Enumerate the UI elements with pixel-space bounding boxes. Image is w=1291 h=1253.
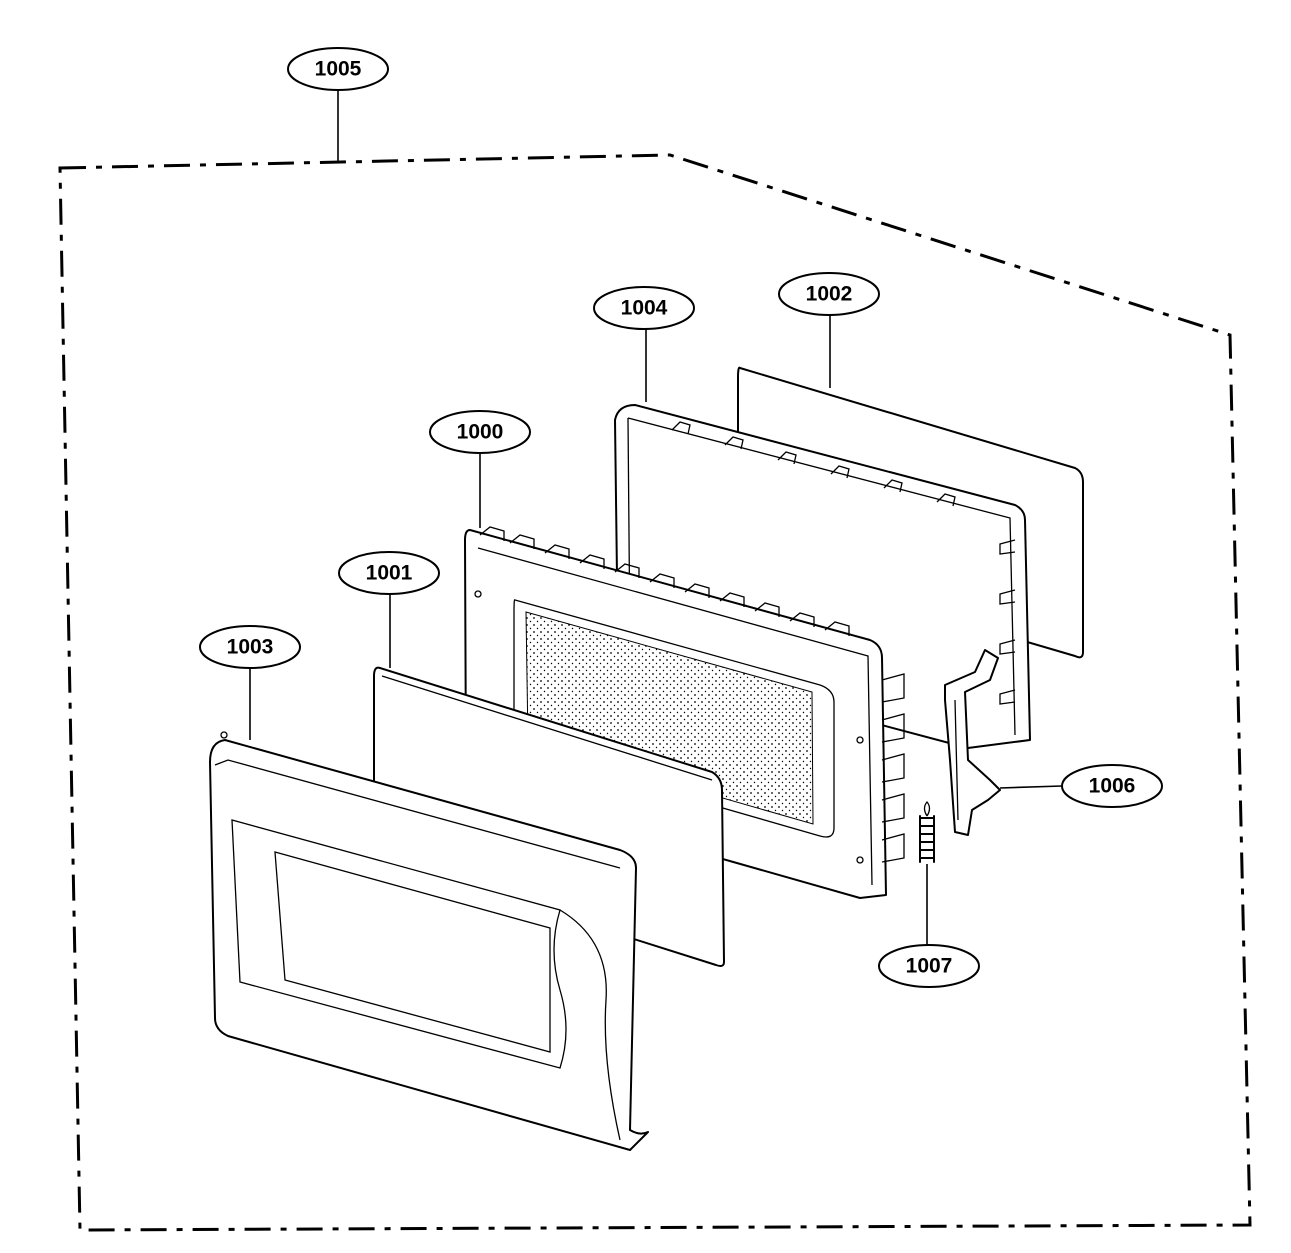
callout-1002-label: 1002	[806, 283, 853, 306]
callout-1007-label: 1007	[906, 955, 953, 978]
callout-1006: 1006	[1061, 764, 1163, 808]
callout-1007: 1007	[878, 944, 980, 988]
leader-lines	[249, 90, 1063, 946]
callout-1002: 1002	[778, 272, 880, 316]
callout-1001-label: 1001	[366, 562, 413, 585]
callout-1004-label: 1004	[621, 297, 668, 320]
callout-1003-label: 1003	[227, 636, 274, 659]
callout-1003: 1003	[199, 625, 301, 669]
assembly-boundary	[58, 153, 1252, 1232]
part-1001-panel	[373, 666, 725, 967]
callout-1006-label: 1006	[1089, 775, 1136, 798]
callout-1005: 1005	[287, 47, 389, 91]
leader-1006	[999, 785, 1063, 789]
mesh-screen	[525, 611, 814, 825]
part-1003-door	[209, 731, 649, 1151]
part-1007-spring	[919, 800, 935, 863]
callout-1001: 1001	[338, 551, 440, 595]
callout-1005-label: 1005	[315, 58, 362, 81]
callout-1000: 1000	[429, 410, 531, 454]
callout-1000-label: 1000	[457, 421, 504, 444]
part-1006-latch	[944, 649, 1001, 836]
callout-1004: 1004	[593, 286, 695, 330]
